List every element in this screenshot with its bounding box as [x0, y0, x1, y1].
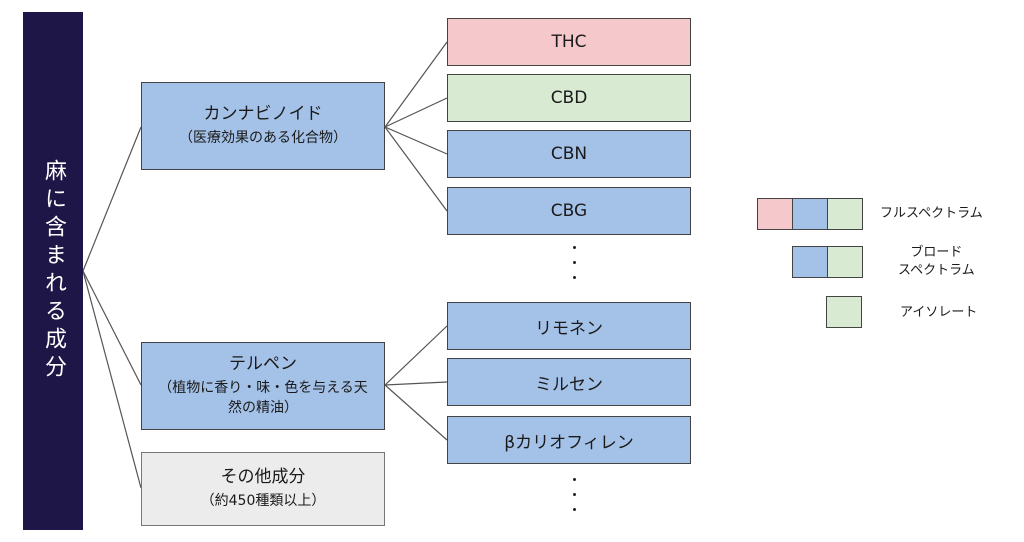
connector-cannabinoid-cbd	[384, 97, 448, 128]
connector-cannabinoid-cbn	[384, 126, 448, 155]
cannabinoid-item-cbn: CBN	[447, 130, 691, 178]
ellipsis-dot	[572, 261, 576, 264]
cannabinoid-item-label: THC	[551, 32, 587, 52]
cannabinoid-item-cbg: CBG	[447, 187, 691, 235]
connector-terpene-caryophyllene	[384, 384, 448, 441]
terpene-title: テルペン	[229, 353, 297, 374]
legend-label-isolate: アイソレート	[900, 305, 978, 320]
ellipsis-dot	[572, 493, 576, 496]
legend-swatch-blue	[792, 198, 828, 230]
ellipsis-dot	[572, 276, 576, 279]
terpene-item-label: リモネン	[535, 318, 603, 339]
terpene-item-limonene: リモネン	[447, 302, 691, 350]
terpene-ellipsis	[569, 472, 579, 517]
ellipsis-dot	[572, 478, 576, 481]
terpene-item-myrcene: ミルセン	[447, 358, 691, 406]
connector-root-other	[82, 270, 142, 489]
legend-label-full-spectrum: フルスペクトラム	[880, 206, 983, 221]
legend-swatch-green	[826, 296, 862, 328]
legend-broad-spectrum-swatches	[792, 246, 863, 278]
ellipsis-dot	[572, 246, 576, 249]
other-node: その他成分 （約450種類以上）	[141, 452, 385, 526]
root-label: 麻に含まれる成分	[41, 159, 66, 383]
cannabinoid-node: カンナビノイド （医療効果のある化合物）	[141, 82, 385, 170]
other-subtitle: （約450種類以上）	[200, 492, 326, 509]
terpene-node: テルペン （植物に香り・味・色を与える天然の精油）	[141, 342, 385, 430]
connector-cannabinoid-cbg	[384, 126, 448, 212]
connector-cannabinoid-thc	[384, 41, 448, 128]
legend-isolate-swatches	[826, 296, 862, 328]
root-node: 麻に含まれる成分	[23, 12, 83, 530]
connector-root-cannabinoid	[82, 126, 142, 272]
cannabinoid-item-thc: THC	[447, 18, 691, 66]
cannabinoid-title: カンナビノイド	[203, 103, 323, 124]
connector-terpene-limonene	[384, 325, 448, 386]
cannabinoid-item-label: CBD	[550, 88, 588, 108]
terpene-subtitle: （植物に香り・味・色を与える天然の精油）	[158, 380, 368, 416]
connector-root-terpene	[82, 270, 142, 386]
legend-swatch-green	[827, 198, 863, 230]
cannabinoid-item-label: CBG	[550, 201, 588, 221]
ellipsis-dot	[572, 508, 576, 511]
cannabinoid-item-cbd: CBD	[447, 74, 691, 122]
legend-label-broad-spectrum: ブロード スペクトラム	[898, 245, 975, 278]
terpene-item-caryophyllene: βカリオフィレン	[447, 416, 691, 464]
cannabinoid-ellipsis	[569, 240, 579, 285]
legend-swatch-green	[827, 246, 863, 278]
cannabinoid-item-label: CBN	[550, 144, 588, 164]
connector-terpene-myrcene	[384, 381, 448, 386]
legend-full-spectrum-swatches	[757, 198, 863, 230]
legend-swatch-blue	[792, 246, 828, 278]
terpene-item-label: βカリオフィレン	[504, 432, 634, 453]
cannabinoid-subtitle: （医療効果のある化合物）	[179, 129, 347, 146]
legend-swatch-pink	[757, 198, 793, 230]
other-title: その他成分	[220, 466, 306, 487]
terpene-item-label: ミルセン	[535, 374, 603, 395]
